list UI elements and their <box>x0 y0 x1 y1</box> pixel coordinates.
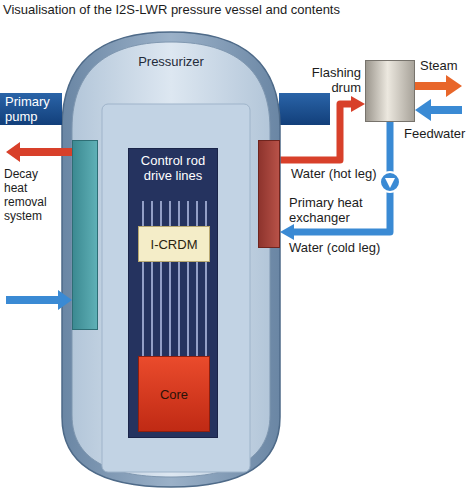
node-label: I-CRDM <box>148 237 201 252</box>
node-label: Primary pump <box>5 94 57 124</box>
flow-label: Feedwater <box>404 126 465 141</box>
control-rod <box>160 201 162 356</box>
node-label: Core <box>157 387 191 402</box>
decay-heat-in-arrow <box>6 290 72 310</box>
decay-heat-out-arrow <box>6 142 72 162</box>
control-rod <box>169 201 171 356</box>
pipe-label: Water (cold leg) <box>288 240 381 255</box>
control-rod <box>187 201 189 356</box>
arrow-head <box>280 224 294 240</box>
flow-label: Steam <box>420 58 458 73</box>
node-label: Decay heat removal system <box>4 167 60 223</box>
vessel-shell <box>62 32 280 487</box>
control-rod <box>151 201 153 356</box>
pump-circle <box>380 172 400 192</box>
feedwater-arrow <box>415 99 462 121</box>
control-rod <box>205 201 207 356</box>
control-rod <box>196 201 198 356</box>
steam-arrow <box>415 75 462 97</box>
pipe-label: Water (hot leg) <box>290 166 378 181</box>
primary-pump-bar <box>279 93 330 125</box>
decay-heat-panel: Decay heat removal system <box>72 140 98 330</box>
node-label: Primary heat exchanger <box>289 195 373 225</box>
control-rod <box>142 201 144 356</box>
core-barrel <box>102 104 250 472</box>
node-label: Control rod drive lines <box>129 153 217 183</box>
node-label: Flashing drum <box>291 65 361 95</box>
diagram-title: Visualisation of the I2S-LWR pressure ve… <box>3 2 340 17</box>
icrdm-box: I-CRDM <box>138 226 210 262</box>
pump-symbol <box>385 178 395 188</box>
heat-exchanger: Primary heat exchanger <box>258 140 280 248</box>
pipe-connector <box>280 104 352 160</box>
flashing-drum: Flashing drum <box>365 60 415 122</box>
primary-pump-bar: Primary pump <box>0 93 62 125</box>
control-rod <box>178 201 180 356</box>
control-rod-housing: Control rod drive linesI-CRDM Core <box>128 148 218 438</box>
vessel-interior <box>72 42 270 477</box>
core-box: Core <box>138 356 210 432</box>
feed-pump <box>380 172 400 192</box>
arrow-head <box>351 96 365 112</box>
reactor-vessel: PressurizerControl rod drive linesI-CRDM… <box>62 32 280 487</box>
node-label: Pressurizer <box>62 54 280 69</box>
